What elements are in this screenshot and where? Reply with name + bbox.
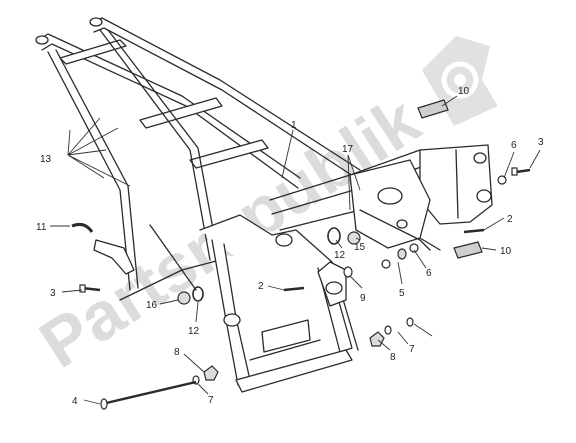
callout-12a: 12 — [188, 326, 200, 337]
part-15 — [347, 231, 361, 245]
part-8-right — [369, 331, 385, 347]
callout-11: 11 — [36, 222, 47, 233]
callout-9: 9 — [360, 293, 366, 304]
callout-2b: 2 — [507, 214, 513, 225]
side-bracket — [93, 239, 135, 275]
callout-3b: 3 — [538, 137, 544, 148]
callout-2a: 2 — [258, 281, 264, 292]
part-5a — [381, 259, 391, 269]
callout-6b: 6 — [511, 140, 517, 151]
part-10-right — [453, 241, 483, 259]
frame-assembly — [35, 17, 493, 393]
part-7-right — [384, 325, 392, 335]
callout-17: 17 — [342, 144, 354, 155]
part-8-left — [203, 365, 219, 381]
callout-8b: 8 — [390, 352, 396, 363]
cross-member-3 — [189, 139, 269, 169]
cross-member-2 — [139, 97, 223, 129]
callout-7b: 7 — [409, 344, 415, 355]
callout-7a: 7 — [208, 395, 214, 406]
part-3-right — [515, 168, 531, 174]
part-4-axle — [101, 380, 197, 406]
part-12-right — [327, 227, 341, 245]
callout-1: 1 — [291, 120, 297, 131]
gear-icon — [422, 36, 498, 126]
callout-12b: 12 — [334, 250, 346, 261]
callout-8a: 8 — [174, 347, 180, 358]
part-9 — [343, 266, 353, 278]
callout-6a: 6 — [426, 268, 432, 279]
part-11 — [71, 222, 94, 233]
callout-5a: 5 — [399, 288, 405, 299]
part-2-right — [463, 228, 485, 234]
callout-13: 13 — [40, 154, 52, 165]
callout-16: 16 — [146, 300, 158, 311]
callout-10a: 10 — [458, 86, 470, 97]
part-2-center — [283, 286, 305, 292]
part-5b — [397, 248, 407, 260]
part-6a — [409, 243, 419, 253]
callout-10b: 10 — [500, 246, 512, 257]
cross-member-1 — [59, 39, 127, 65]
callout-3a: 3 — [50, 288, 56, 299]
callout-4: 4 — [72, 396, 78, 407]
part-10-top — [417, 99, 449, 119]
leader-lines — [50, 95, 541, 405]
part-6b — [497, 175, 507, 185]
part-16 — [177, 291, 191, 305]
callout-labels: 1 2 2 2 3 3 4 5 5 6 6 7 7 8 8 9 10 10 11… — [36, 86, 544, 407]
part-12-left — [192, 286, 204, 302]
loose-parts — [71, 99, 531, 410]
callout-15: 15 — [354, 242, 366, 253]
